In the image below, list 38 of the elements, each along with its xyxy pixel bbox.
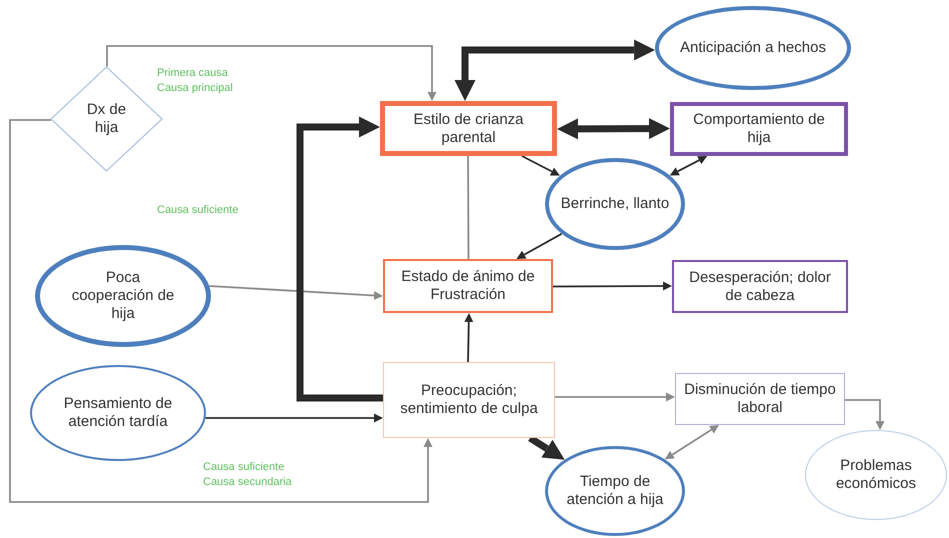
arrow [106, 45, 436, 101]
annotation-text: Causa principal [157, 82, 233, 94]
annotation-text: Primera causa [157, 67, 228, 79]
arrow [664, 424, 719, 460]
node-label: Estado de ánimo de Frustración [400, 268, 536, 304]
arrow [454, 40, 656, 101]
arrow [296, 116, 383, 402]
process-box [383, 259, 553, 313]
arrow [557, 118, 670, 140]
arrow [9, 119, 432, 503]
node-label: Berrinche, llanto [560, 195, 670, 213]
annotation-text: Causa suficiente [203, 461, 284, 473]
arrow [464, 313, 474, 362]
annotation-text: Causa suficiente [157, 204, 238, 216]
node-label: Dx de hija [86, 101, 128, 137]
process-box [675, 373, 845, 425]
process-box [672, 260, 848, 313]
annotation-text: Causa secundaria [203, 476, 292, 488]
arrow [553, 282, 672, 290]
node-label: Anticipación a hechos [679, 39, 827, 57]
node-label: Pensamiento de atención tardía [62, 395, 174, 431]
arrow [206, 414, 383, 422]
node-label: Poca cooperación de hija [70, 269, 176, 323]
arrow [521, 155, 560, 176]
process-box [670, 102, 848, 156]
node-label: Disminución de tiempo laboral [683, 381, 837, 417]
process-box [380, 101, 557, 156]
arrow [670, 156, 708, 176]
node-label: Problemas económicos [834, 457, 918, 493]
process-box [383, 362, 555, 438]
node-label: Estilo de crianza parental [412, 110, 525, 146]
arrow [555, 392, 675, 402]
node-label: Tiempo de atención a hija [566, 473, 664, 509]
arrow [845, 399, 884, 430]
arrow [209, 285, 383, 300]
node-label: Desesperación; dolor de cabeza [688, 268, 832, 304]
node-label: Comportamiento de hija [692, 111, 826, 147]
node-label: Preocupación; sentimiento de culpa [399, 382, 539, 418]
